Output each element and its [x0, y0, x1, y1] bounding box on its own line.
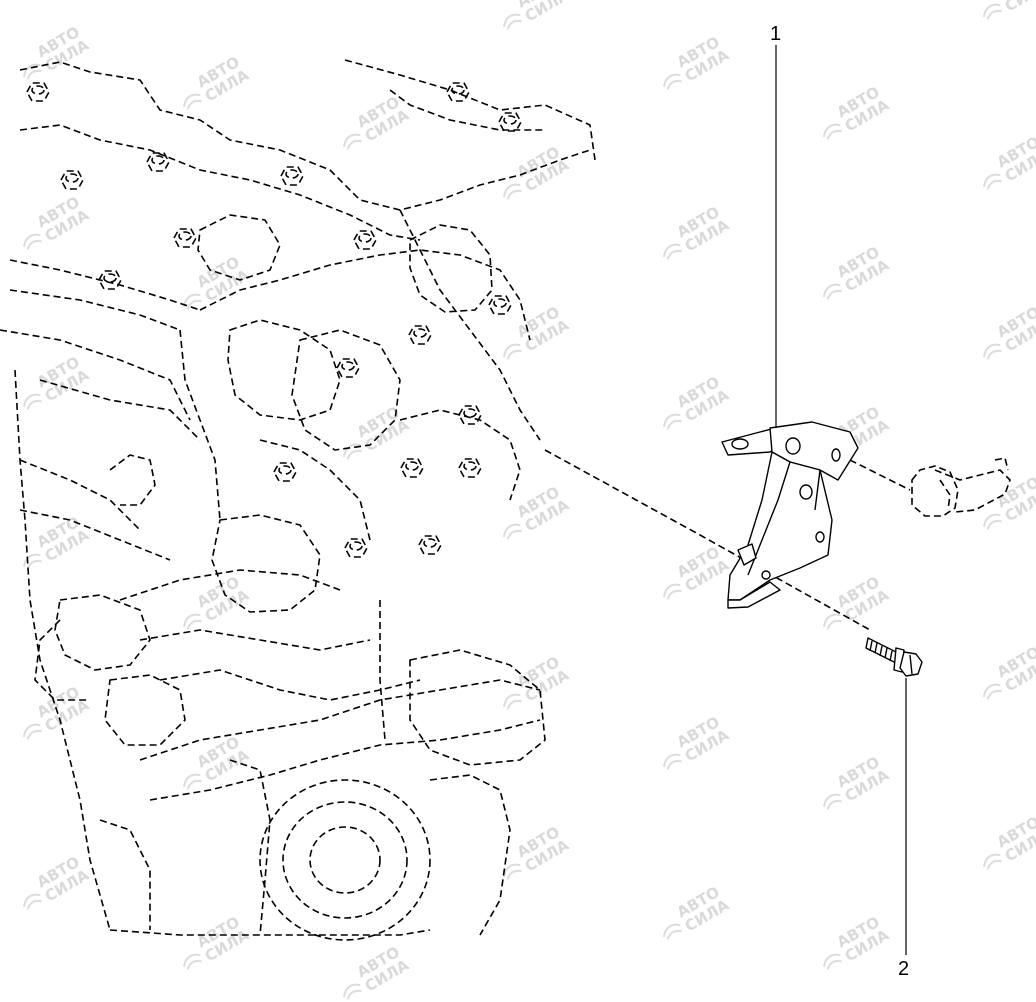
engine-bolt-top — [151, 155, 165, 165]
engine-bolt-top — [413, 328, 427, 338]
engine-bolt-top — [31, 85, 45, 95]
engine-bolt-top — [341, 361, 355, 371]
bolt — [865, 637, 923, 677]
engine-bolt-top — [103, 273, 117, 283]
engine-block-outline — [0, 59, 596, 941]
engine-bolt-top — [178, 231, 192, 241]
callout-leaders — [775, 45, 907, 955]
engine-bolt-top — [493, 298, 507, 308]
bracket — [721, 421, 859, 609]
engine-bolt-top — [423, 538, 437, 548]
engine-bolts — [26, 82, 522, 558]
assembly-line — [544, 449, 911, 631]
engine-bolt-top — [358, 233, 372, 243]
engine-bolt-top — [278, 465, 292, 475]
engine-bolt-top — [405, 461, 419, 471]
engine-bolt-top — [65, 173, 79, 183]
engine-bolt-top — [503, 115, 517, 125]
engine-bolt-top — [451, 85, 465, 95]
callout-1: 1 — [770, 23, 781, 45]
svg-text:СИЛА: СИЛА — [1002, 0, 1036, 15]
hose-clip — [911, 457, 1011, 517]
engine-bolt-top — [463, 461, 477, 471]
callout-2: 2 — [898, 958, 909, 980]
engine-bolt-top — [463, 408, 477, 418]
engine-bolt-top — [285, 169, 299, 179]
engine-bolt-top — [349, 541, 363, 551]
